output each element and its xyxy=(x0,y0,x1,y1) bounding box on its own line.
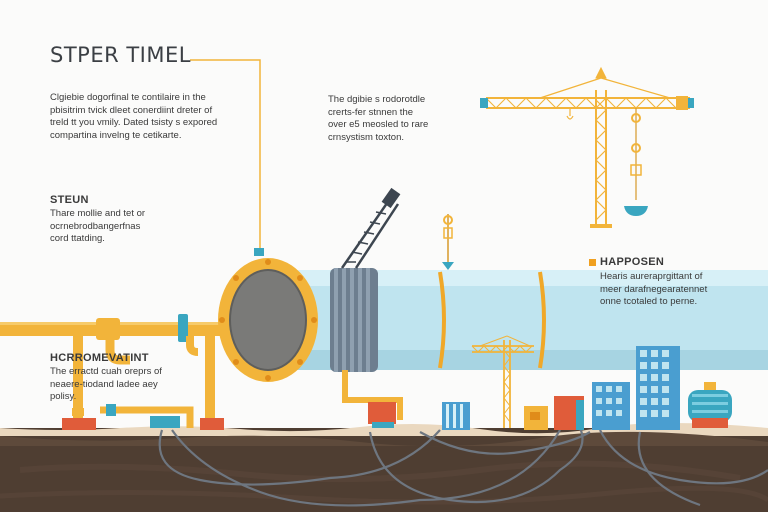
page-title: STPER TIMEL xyxy=(50,43,191,67)
bottom-left-text: The erractd cuah oreprs of neaere-tiodan… xyxy=(50,366,162,402)
pipe-derrick xyxy=(340,187,401,269)
yellow-pipes xyxy=(0,314,240,430)
intro-text: Clgiebie dogorfinal te contilaire in the… xyxy=(50,92,218,141)
pipe-supports xyxy=(342,370,403,428)
underground-cables xyxy=(158,427,768,507)
pointer-end xyxy=(254,248,264,256)
left-section-text: Thare mollie and tet or ocrnebrodbangerf… xyxy=(50,208,146,244)
pipe-flange xyxy=(218,258,318,382)
right-section-heading: HAPPOSEN xyxy=(600,256,665,268)
pointer-line xyxy=(190,59,261,250)
tower-crane xyxy=(480,66,694,228)
bottom-left-heading: HCRROMEVATINT xyxy=(50,352,149,364)
main-pipe xyxy=(268,268,768,372)
left-section-heading: STEUN xyxy=(50,194,89,206)
small-crane xyxy=(471,335,534,428)
right-section-text: Hearis aureraprgittant of meer darafnege… xyxy=(600,271,708,307)
top-note-text: The dgibie s rodorotdle crerts-fer stnne… xyxy=(328,94,429,143)
section-marker xyxy=(589,259,596,266)
city-buildings xyxy=(442,346,732,430)
pipe-hook xyxy=(442,214,454,270)
ground xyxy=(0,423,768,512)
